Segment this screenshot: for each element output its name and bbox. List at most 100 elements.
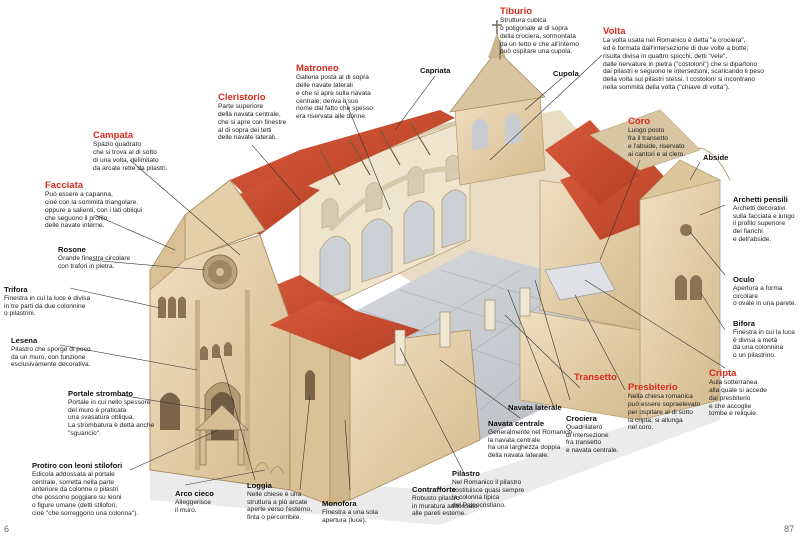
trifora-window — [158, 296, 186, 318]
label-desc: Finestra a una sola apertura (luce). — [322, 508, 379, 524]
upper-right-roof — [545, 120, 640, 205]
label-title: Oculo — [733, 275, 755, 284]
label-cupola: Cupola — [553, 69, 603, 79]
label-desc: Finestra in cui la luce è divisa a metà … — [733, 328, 795, 360]
label-title: Cripta — [709, 368, 737, 379]
label-facciata: Facciata Può essere a capanna, cioè con … — [45, 180, 175, 230]
apse-gable — [638, 159, 722, 201]
label-navata-laterale: Navata laterale — [508, 403, 578, 413]
label-title: Navata laterale — [508, 403, 562, 412]
label-desc: Nella chiesa romanica può essere soprael… — [628, 393, 701, 432]
label-oculo: Oculo Apertura a forma circolare o ovale… — [733, 275, 799, 308]
label-desc: Può essere a capanna, cioè con la sommit… — [45, 191, 143, 230]
monofora-window — [305, 370, 315, 400]
label-tiburio: Tiburio Struttura cubica o poligonale al… — [500, 6, 610, 56]
label-title: Matroneo — [296, 63, 339, 74]
label-monofora: Monofora Finestra a una sola apertura (l… — [322, 499, 397, 524]
label-desc: Edicola addossata al portale centrale, s… — [32, 470, 139, 517]
side-aisle-wall — [289, 319, 331, 506]
label-title: Crociera — [566, 414, 597, 423]
label-title: Trifora — [4, 285, 28, 294]
label-desc: Robusto pilastro in muratura addossato a… — [412, 494, 478, 518]
label-title: Portale strombato — [68, 389, 133, 398]
label-desc: Nelle chiese è una struttura a più arcat… — [247, 490, 313, 522]
label-navata-centrale: Navata centrale Generalmente nel Romanic… — [488, 419, 578, 460]
label-title: Abside — [703, 153, 729, 162]
label-presbiterio: Presbiterio Nella chiesa romanica può es… — [628, 382, 728, 432]
label-title: Monofora — [322, 499, 357, 508]
tiburio-tower — [449, 20, 546, 186]
label-campata: Campata Spazio quadrato che si trova al … — [93, 130, 203, 172]
label-rosone: Rosone Grande finestra circolare con tra… — [58, 245, 168, 270]
capriata-trusses — [319, 121, 431, 186]
arco-cieco-arches — [254, 462, 285, 475]
label-title: Rosone — [58, 245, 86, 254]
label-desc: Spazio quadrato che si trova al di sotto… — [93, 141, 168, 172]
label-desc: Quadrilatero di intersezione fra transet… — [566, 423, 619, 455]
label-desc: Galleria posta al di sopra delle navate … — [296, 74, 373, 121]
label-title: Coro — [628, 116, 651, 127]
label-bifora: Bifora Finestra in cui la luce è divisa … — [733, 319, 799, 360]
label-desc: Luogo posto fra il transetto e l'abside,… — [628, 127, 686, 158]
label-title: Transetto — [574, 372, 617, 383]
label-protiro: Protiro con leoni stilofori Edicola addo… — [32, 461, 182, 518]
label-title: Arco cieco — [175, 489, 214, 498]
label-lesena: Lesena Pilastro che sporge di poco da un… — [11, 336, 111, 369]
label-cripta: Cripta Aula sotterranea alla quale si ac… — [709, 368, 789, 418]
label-crociera: Crociera Quadrilatero di intersezione fr… — [566, 414, 636, 455]
rosone-window — [202, 254, 238, 290]
label-desc: Aula sotterranea alla quale si accede da… — [709, 379, 767, 418]
oculo-window — [680, 224, 692, 236]
lesena-strips — [195, 290, 250, 470]
label-title: Cleristorio — [218, 92, 266, 103]
label-desc: Pilastro che sporge di poco da un muro, … — [11, 345, 91, 369]
label-archetti: Archetti pensili Archetti decorativi sul… — [733, 195, 799, 244]
label-cleristorio: Cleristorio Parte superiore della navata… — [218, 92, 318, 142]
label-desc: Alleggerisce il muro. — [175, 498, 211, 514]
label-title: Archetti pensili — [733, 195, 788, 204]
label-title: Navata centrale — [488, 419, 545, 428]
bifora-window — [675, 275, 702, 300]
label-title: Contrafforte — [412, 485, 456, 494]
label-title: Tiburio — [500, 6, 533, 17]
label-desc: Grande finestra circolare con trafori in… — [58, 254, 131, 270]
label-title: Protiro con leoni stilofori — [32, 461, 123, 470]
label-pilastro: Pilastro Nel Romanico il pilastro sostit… — [452, 469, 537, 510]
label-arco-cieco: Arco cieco Alleggerisce il muro. — [175, 489, 235, 514]
label-title: Presbiterio — [628, 382, 678, 393]
label-title: Pilastro — [452, 469, 480, 478]
label-desc: Finestra in cui la luce è divisa in tre … — [4, 294, 91, 318]
label-desc: Portale in cui nello spessore del muro è… — [68, 398, 155, 438]
page-number-left: 6 — [4, 524, 10, 534]
label-portale: Portale strombato Portale in cui nello s… — [68, 389, 178, 438]
label-title: Cupola — [553, 69, 579, 78]
label-coro: Coro Luogo posto fra il transetto e l'ab… — [628, 116, 728, 158]
page-number-right: 87 — [783, 524, 794, 534]
label-title: Campata — [93, 130, 134, 141]
protiro-porch — [195, 404, 249, 466]
ground-shadow — [150, 395, 720, 525]
apse-roof — [589, 109, 701, 171]
label-transetto: Transetto — [574, 372, 634, 383]
label-desc: Parte superiore della navata centrale, c… — [218, 103, 287, 142]
leader-lines — [59, 40, 726, 491]
transept-cut-wall — [349, 329, 481, 501]
label-loggia: Loggia Nelle chiese è una struttura a pi… — [247, 481, 332, 522]
label-abside: Abside — [703, 153, 753, 163]
label-title: Lesena — [11, 336, 38, 345]
label-matroneo: Matroneo Galleria posta al di sopra dell… — [296, 63, 416, 121]
side-portal-left — [160, 392, 180, 430]
label-title: Loggia — [247, 481, 272, 490]
label-contrafforte: Contrafforte Robusto pilastro in muratur… — [412, 485, 492, 518]
label-desc: Apertura a forma circolare o ovale in un… — [733, 284, 797, 308]
label-desc: Archetti decorativi sulla facciata e lun… — [733, 204, 795, 244]
loggia-arcade — [200, 342, 232, 360]
transept-cut-roof — [270, 300, 420, 360]
label-desc: Generalmente nel Romanico la navata cent… — [488, 428, 572, 460]
label-title: Facciata — [45, 180, 84, 191]
label-title: Volta — [603, 26, 626, 37]
label-desc: Nel Romanico il pilastro sostituisce qua… — [452, 478, 525, 510]
crypt-steps — [544, 261, 616, 301]
